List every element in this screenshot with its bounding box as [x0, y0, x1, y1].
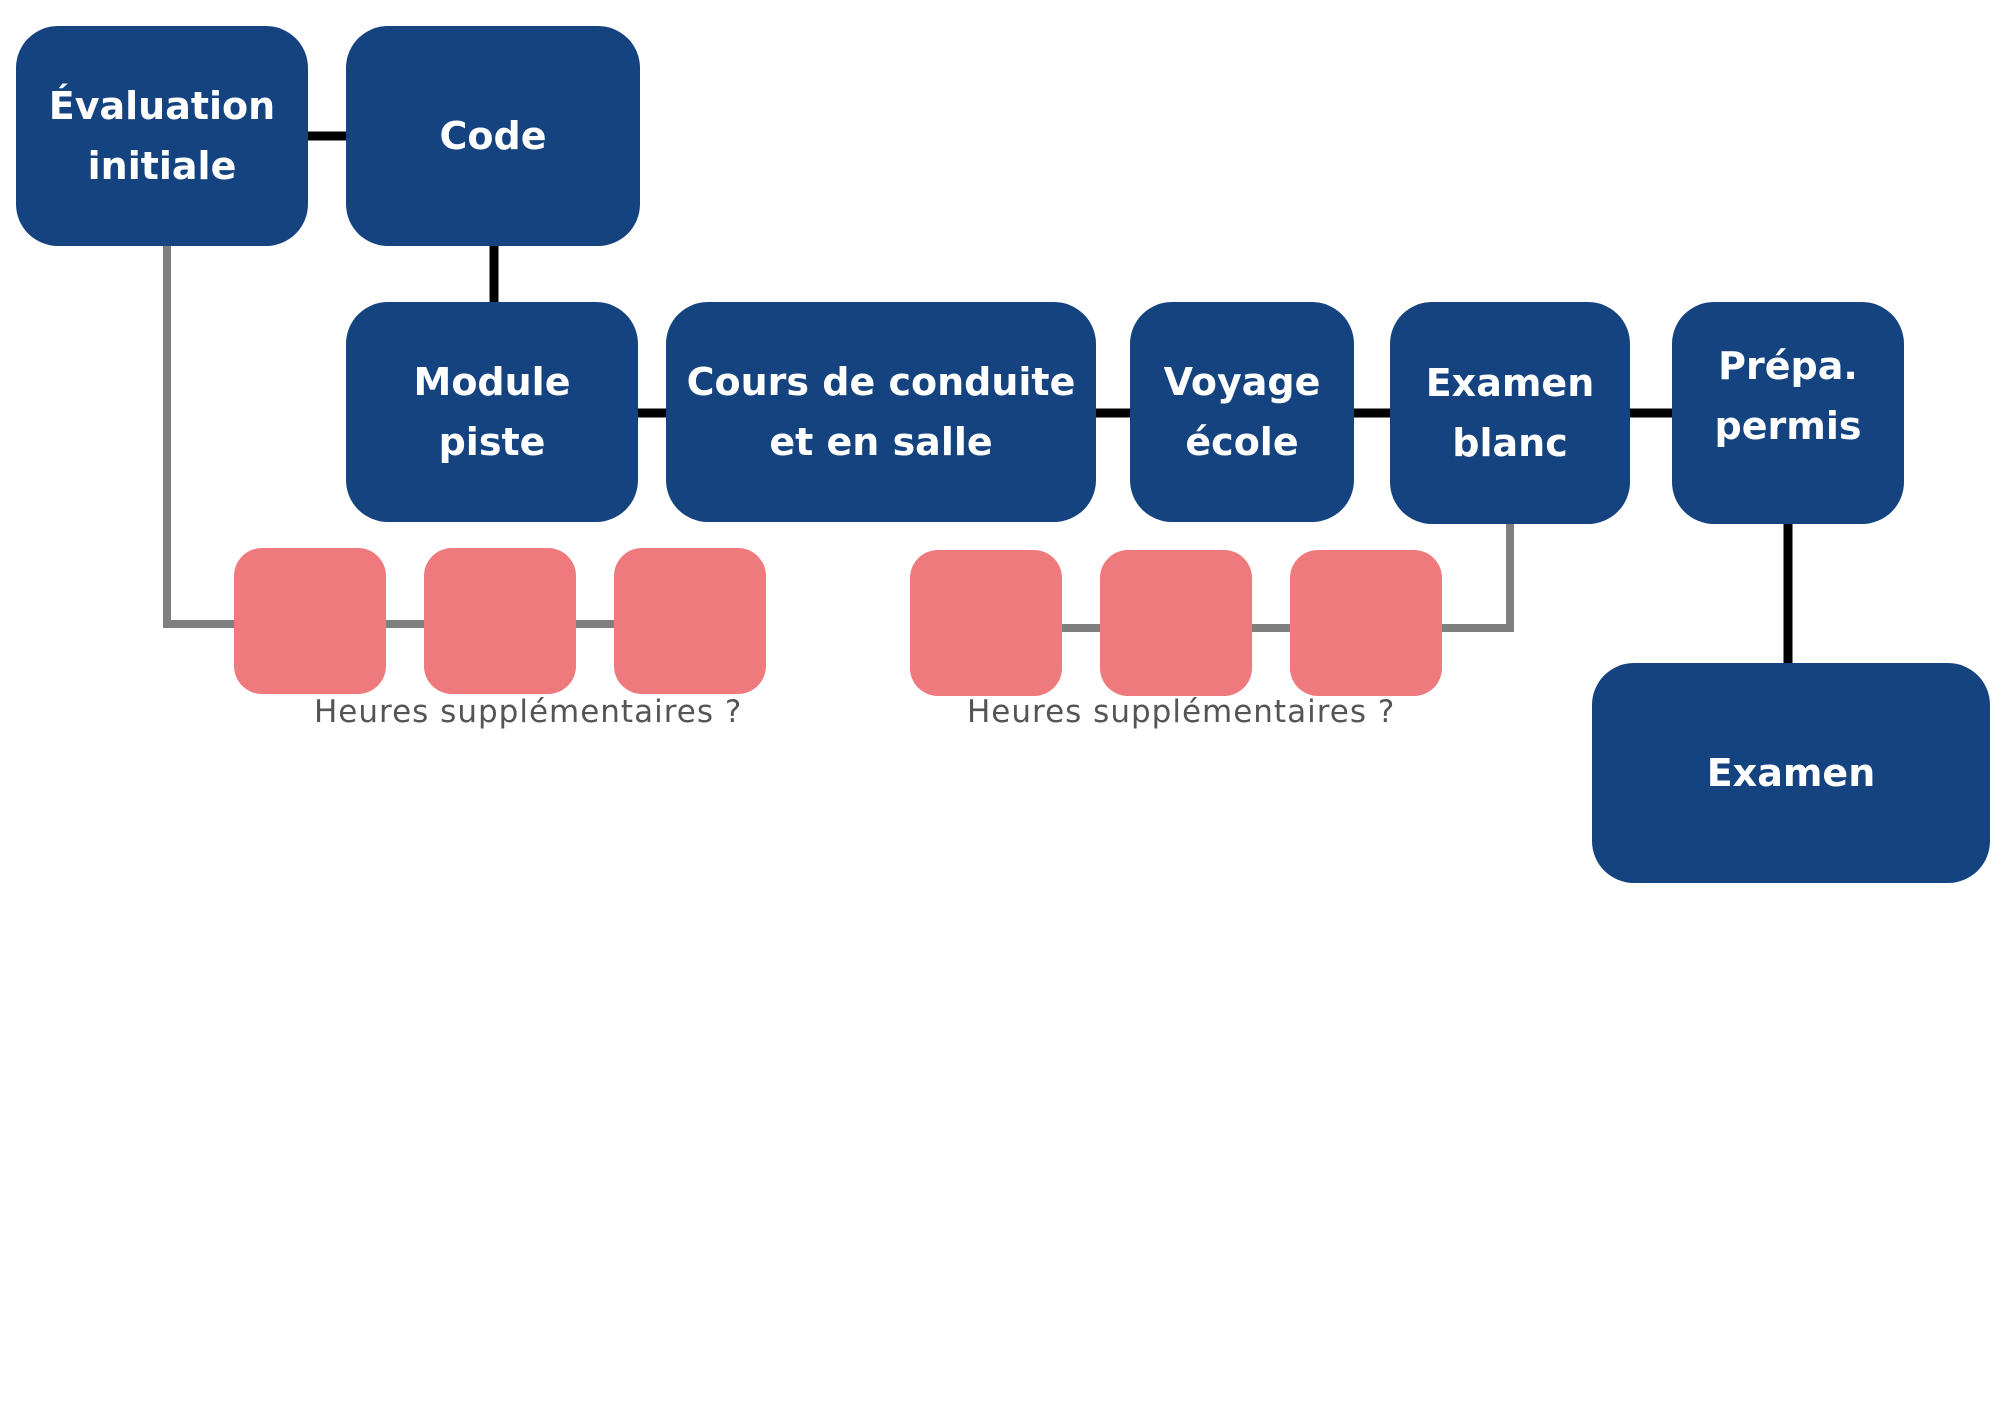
optional-hour-box [910, 550, 1062, 696]
node-cours-de-conduite: Cours de conduite et en salle [666, 302, 1096, 522]
node-code: Code [346, 26, 640, 246]
optional-hour-box [424, 548, 576, 694]
optional-hour-box [614, 548, 766, 694]
optional-hour-box [1290, 550, 1442, 696]
connector-evaluation-optional-1 [163, 244, 236, 628]
optional-hour-box [1100, 550, 1252, 696]
node-prepa-permis: Prépa. permis [1672, 302, 1904, 524]
connector-optional-2-examen-blanc [1442, 523, 1514, 632]
optional-hour-box [234, 548, 386, 694]
node-voyage-ecole: Voyage école [1130, 302, 1354, 522]
node-examen: Examen [1592, 663, 1990, 883]
optional-hours-note-1: Heures supplémentaires ? [314, 694, 743, 730]
node-evaluation-initiale: Évaluation initiale [16, 26, 308, 246]
node-module-piste: Module piste [346, 302, 638, 522]
optional-hours-note-2: Heures supplémentaires ? [967, 694, 1396, 730]
node-examen-blanc: Examen blanc [1390, 302, 1630, 524]
